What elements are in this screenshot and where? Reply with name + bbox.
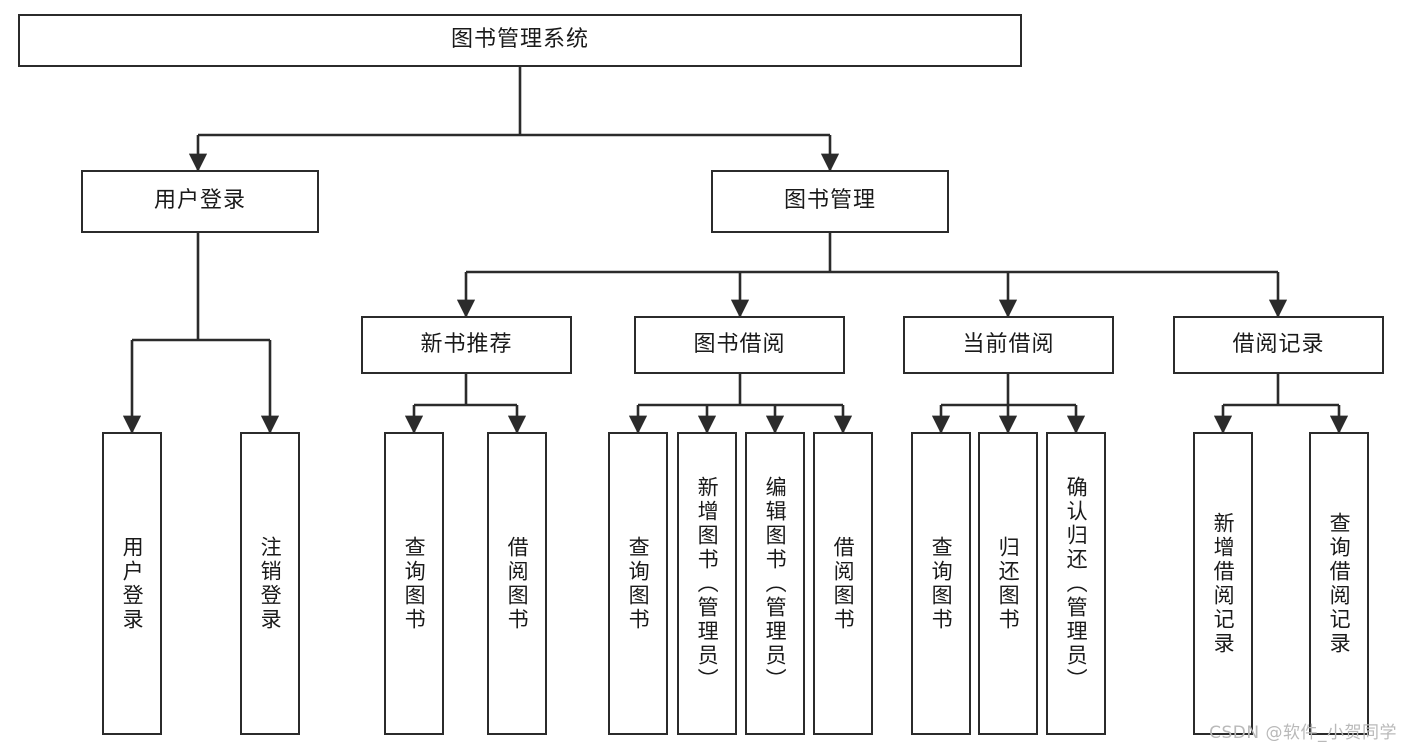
node-user-login-label: 用户登录 [153, 188, 246, 214]
node-new-book-rec-label: 新书推荐 [420, 331, 513, 357]
node-leaf-borrow-book-2-label: 借阅图书 [831, 535, 856, 632]
node-current-borrow[interactable]: 当前借阅 [903, 316, 1114, 374]
node-leaf-add-record[interactable]: 新增借阅记录 [1193, 432, 1253, 735]
node-book-manage[interactable]: 图书管理 [711, 170, 949, 233]
node-leaf-confirm-return[interactable]: 确认归还（管理员） [1046, 432, 1106, 735]
node-leaf-logout[interactable]: 注销登录 [240, 432, 300, 735]
node-leaf-confirm-return-label: 确认归还（管理员） [1064, 475, 1089, 692]
node-leaf-query-record[interactable]: 查询借阅记录 [1309, 432, 1369, 735]
node-leaf-return-book-label: 归还图书 [996, 535, 1021, 632]
node-leaf-borrow-book-2[interactable]: 借阅图书 [813, 432, 873, 735]
node-book-manage-label: 图书管理 [783, 188, 876, 214]
node-borrow-record-label: 借阅记录 [1232, 331, 1325, 357]
node-leaf-query-book-1[interactable]: 查询图书 [384, 432, 444, 735]
node-leaf-user-login-label: 用户登录 [120, 535, 145, 632]
node-book-borrow[interactable]: 图书借阅 [634, 316, 845, 374]
node-root-label: 图书管理系统 [450, 27, 589, 53]
node-leaf-add-record-label: 新增借阅记录 [1211, 511, 1236, 656]
node-leaf-borrow-book-1[interactable]: 借阅图书 [487, 432, 547, 735]
node-leaf-edit-book-label: 编辑图书（管理员） [763, 475, 788, 692]
node-leaf-query-record-label: 查询借阅记录 [1327, 511, 1352, 656]
node-leaf-add-book-label: 新增图书（管理员） [695, 475, 720, 692]
node-leaf-query-book-1-label: 查询图书 [402, 535, 427, 632]
node-leaf-query-book-2-label: 查询图书 [626, 535, 651, 632]
node-root[interactable]: 图书管理系统 [18, 14, 1022, 67]
node-leaf-edit-book[interactable]: 编辑图书（管理员） [745, 432, 805, 735]
csdn-watermark: CSDN @软件_小贺同学 [1209, 723, 1397, 743]
node-leaf-user-login[interactable]: 用户登录 [102, 432, 162, 735]
node-leaf-borrow-book-1-label: 借阅图书 [505, 535, 530, 632]
node-user-login[interactable]: 用户登录 [81, 170, 319, 233]
node-new-book-rec[interactable]: 新书推荐 [361, 316, 572, 374]
node-leaf-logout-label: 注销登录 [258, 535, 283, 632]
node-leaf-query-book-2[interactable]: 查询图书 [608, 432, 668, 735]
node-leaf-query-book-3-label: 查询图书 [929, 535, 954, 632]
node-book-borrow-label: 图书借阅 [693, 331, 786, 357]
node-leaf-query-book-3[interactable]: 查询图书 [911, 432, 971, 735]
node-leaf-return-book[interactable]: 归还图书 [978, 432, 1038, 735]
node-current-borrow-label: 当前借阅 [962, 331, 1055, 357]
node-borrow-record[interactable]: 借阅记录 [1173, 316, 1384, 374]
node-leaf-add-book[interactable]: 新增图书（管理员） [677, 432, 737, 735]
